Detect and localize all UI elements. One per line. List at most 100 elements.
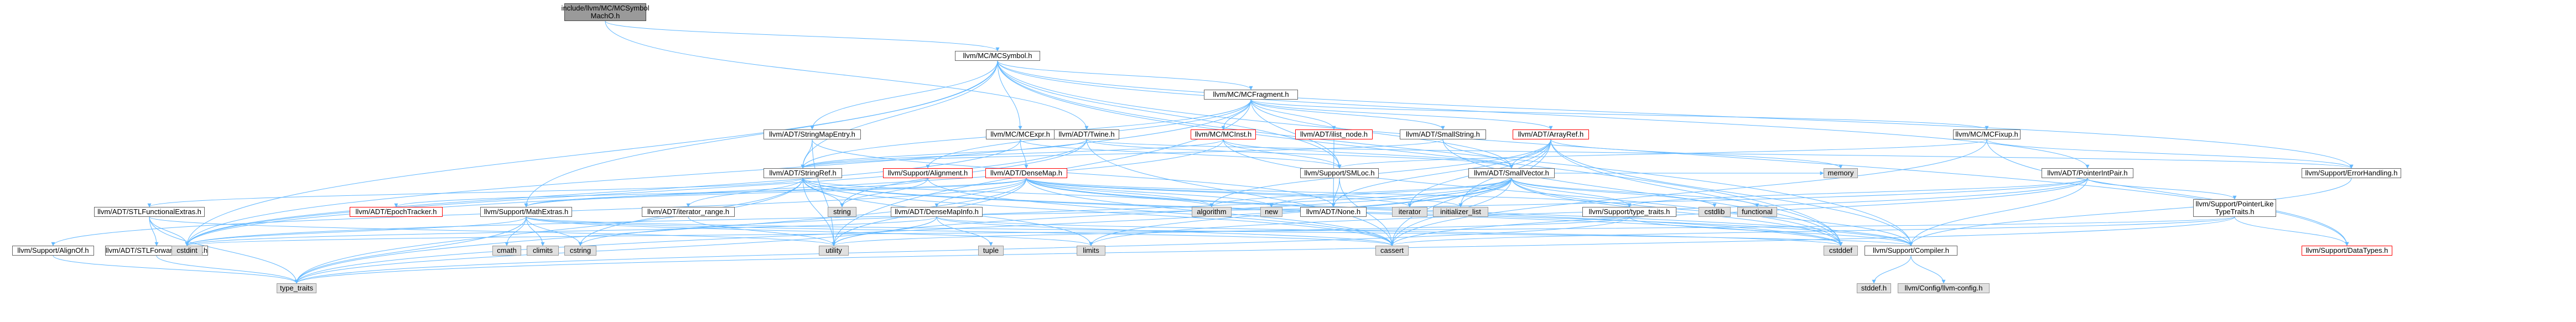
edge-alignof-to-std_type_traits bbox=[53, 255, 299, 284]
node-smloc-h[interactable]: llvm/Support/SMLoc.h bbox=[1300, 168, 1379, 178]
node-limits: limits bbox=[1077, 246, 1105, 256]
edge-mcinst-to-smloc bbox=[1223, 139, 1342, 169]
edge-mcsymbol-to-mathextras bbox=[524, 60, 998, 207]
edge-stlfunctionalextras-to-std_utility bbox=[149, 216, 836, 246]
edge-densemap-to-typetraits bbox=[1026, 178, 1632, 207]
node-none-h[interactable]: llvm/ADT/None.h bbox=[1300, 207, 1367, 217]
node-smallstring-h[interactable]: llvm/ADT/SmallString.h bbox=[1400, 129, 1486, 139]
edge-densemapinfo-to-std_cassert bbox=[936, 216, 1394, 246]
edge-mcsymbol-to-smloc bbox=[997, 60, 1342, 169]
edge-smallvector-to-std_type_traits bbox=[294, 178, 1512, 284]
node-errorhandling-h[interactable]: llvm/Support/ErrorHandling.h bbox=[2302, 168, 2401, 178]
node-type-traits-h[interactable]: llvm/Support/type_traits.h bbox=[1582, 207, 1676, 217]
node-densemap-h[interactable]: llvm/ADT/DenseMap.h bbox=[985, 168, 1067, 178]
node-iterator-range-h[interactable]: llvm/ADT/iterator_range.h bbox=[642, 207, 735, 217]
edge-smallvector-to-std_cstdlib bbox=[1511, 178, 1717, 207]
edge-mcinst-to-stringref bbox=[801, 139, 1224, 169]
edge-stringmapentry-to-stringref bbox=[801, 139, 813, 169]
edge-densemap-to-std_new bbox=[1026, 178, 1274, 207]
edge-smallstring-to-smallvector bbox=[1442, 139, 1514, 169]
edge-densemap-to-densemapinfo bbox=[934, 178, 1027, 207]
node-stddef-h: stddef.h bbox=[1857, 283, 1891, 293]
node-iterator: iterator bbox=[1392, 207, 1427, 217]
node-cstdlib: cstdlib bbox=[1699, 207, 1731, 217]
node-cmath: cmath bbox=[492, 246, 521, 256]
edge-iteratorrange-to-std_utility bbox=[688, 216, 836, 246]
edge-smallvector-to-std_new bbox=[1269, 178, 1512, 207]
edge-smallstring-to-std_cstddef bbox=[1442, 139, 1843, 246]
node-arrayref-h[interactable]: llvm/ADT/ArrayRef.h bbox=[1513, 129, 1589, 139]
edge-mcinst-to-std_cstddef bbox=[1223, 139, 1843, 246]
edge-mcfragment-to-arrayref bbox=[1250, 99, 1553, 130]
node-densemapinfo-h[interactable]: llvm/ADT/DenseMapInfo.h bbox=[891, 207, 983, 217]
node-cstdint: cstdint bbox=[172, 246, 202, 256]
edge-pointerliketypetraits-to-std_type_traits bbox=[294, 216, 2235, 284]
node-pointerintpair-h[interactable]: llvm/ADT/PointerIntPair.h bbox=[2042, 168, 2133, 178]
node-mcsymbol-h[interactable]: llvm/MC/MCSymbol.h bbox=[955, 51, 1040, 61]
node-stringref-h[interactable]: llvm/ADT/StringRef.h bbox=[764, 168, 842, 178]
edge-smallvector-to-std_cstring bbox=[578, 178, 1512, 246]
edge-stringref-to-iteratorrange bbox=[686, 178, 803, 207]
edge-twine-to-errorhandling bbox=[1086, 139, 2353, 169]
edge-twine-to-stringref bbox=[801, 139, 1087, 169]
edge-typetraits-to-std_type_traits bbox=[294, 216, 1630, 284]
edge-smallstring-to-stringref bbox=[801, 139, 1443, 169]
edge-mcinst-to-smallvector bbox=[1223, 139, 1514, 169]
node-type-traits: type_traits bbox=[277, 283, 316, 293]
edge-densemap-to-std_initializer_list bbox=[1026, 178, 1463, 207]
edge-arrayref-to-std_algorithm bbox=[1209, 139, 1551, 207]
node-mcinst-h[interactable]: llvm/MC/MCInst.h bbox=[1191, 129, 1256, 139]
edge-densemap-to-mathextras bbox=[524, 178, 1027, 207]
edge-mcfragment-to-smallvector bbox=[1250, 99, 1514, 169]
edge-mcsymbol-to-mcexpr bbox=[997, 60, 1022, 130]
node-alignof-h[interactable]: llvm/Support/AlignOf.h bbox=[12, 246, 94, 256]
node-compiler-h[interactable]: llvm/Support/Compiler.h bbox=[1865, 246, 1957, 256]
edge-mcsymbol-to-pointerintpair bbox=[997, 60, 2090, 169]
edge-mcsymbol-to-compiler bbox=[997, 60, 1913, 246]
node-functional: functional bbox=[1737, 207, 1777, 217]
edge-mcexpr-to-densemap bbox=[1020, 139, 1029, 169]
edge-root-to-mcsymbol bbox=[605, 20, 1000, 51]
edge-stlforwardcompat-to-std_type_traits bbox=[156, 255, 299, 284]
node-twine-h[interactable]: llvm/ADT/Twine.h bbox=[1054, 129, 1119, 139]
node-mcfixup-h[interactable]: llvm/MC/MCFixup.h bbox=[1953, 129, 2021, 139]
node-ilist-node-h[interactable]: llvm/ADT/ilist_node.h bbox=[1295, 129, 1373, 139]
edge-mathextras-to-std_limits bbox=[526, 216, 1093, 246]
node-stlfunctionalextras-h[interactable]: llvm/ADT/STLFunctionalExtras.h bbox=[94, 207, 205, 217]
edge-mcsymbol-to-std_cstdint bbox=[185, 60, 998, 246]
edge-pointerliketypetraits-to-std_cassert bbox=[1390, 216, 2235, 246]
edge-mcfixup-to-errorhandling bbox=[1986, 139, 2354, 169]
edge-densemapinfo-to-std_cstdint bbox=[185, 216, 937, 246]
node-string: string bbox=[828, 207, 856, 217]
node-pointerliketypetraits-h[interactable]: llvm/Support/PointerLike TypeTraits.h bbox=[2193, 199, 2276, 217]
node-stringmapentry-h[interactable]: llvm/ADT/StringMapEntry.h bbox=[764, 129, 861, 139]
edge-mcfixup-to-std_cassert bbox=[1390, 139, 1987, 246]
node-smallvector-h[interactable]: llvm/ADT/SmallVector.h bbox=[1468, 168, 1555, 178]
node-alignment-h[interactable]: llvm/Support/Alignment.h bbox=[883, 168, 973, 178]
edge-mcexpr-to-smloc bbox=[1020, 139, 1342, 169]
edge-mcsymbol-to-stringmapentry bbox=[810, 60, 998, 130]
edge-mathextras-to-std_cassert bbox=[526, 216, 1394, 246]
node-mcexpr-h[interactable]: llvm/MC/MCExpr.h bbox=[986, 129, 1055, 139]
node-datatypes-h[interactable]: llvm/Support/DataTypes.h bbox=[2302, 246, 2392, 256]
edge-root-to-twine bbox=[605, 20, 1089, 130]
edge-densemapinfo-to-std_utility bbox=[832, 216, 937, 246]
edge-pointerintpair-to-pointerliketypetraits bbox=[2087, 178, 2237, 200]
node-algorithm: algorithm bbox=[1192, 207, 1232, 217]
edge-alignment-to-std_string bbox=[840, 178, 928, 207]
edge-arrayref-to-std_memory bbox=[1550, 139, 1843, 169]
edge-alignment-to-mathextras bbox=[524, 178, 928, 207]
node-epochtracker-h[interactable]: llvm/ADT/EpochTracker.h bbox=[350, 207, 443, 217]
edge-arrayref-to-std_cstddef bbox=[1550, 139, 1843, 246]
node-mcfragment-h[interactable]: llvm/MC/MCFragment.h bbox=[1204, 90, 1298, 100]
edge-mcsymbol-to-stringref bbox=[801, 60, 998, 169]
edge-compiler-to-stddef bbox=[1872, 255, 1912, 284]
edge-smloc-to-none bbox=[1331, 178, 1340, 207]
node-mcsymbolmacho-h: include/llvm/MC/MCSymbol MachO.h bbox=[561, 3, 650, 21]
edge-densemapinfo-to-std_type_traits bbox=[294, 216, 937, 284]
edge-stringref-to-std_utility bbox=[802, 178, 836, 246]
node-mathextras-h[interactable]: llvm/Support/MathExtras.h bbox=[480, 207, 572, 217]
edge-stringref-to-stlfunctionalextras bbox=[147, 178, 803, 207]
edge-smallvector-to-std_algorithm bbox=[1209, 178, 1512, 207]
